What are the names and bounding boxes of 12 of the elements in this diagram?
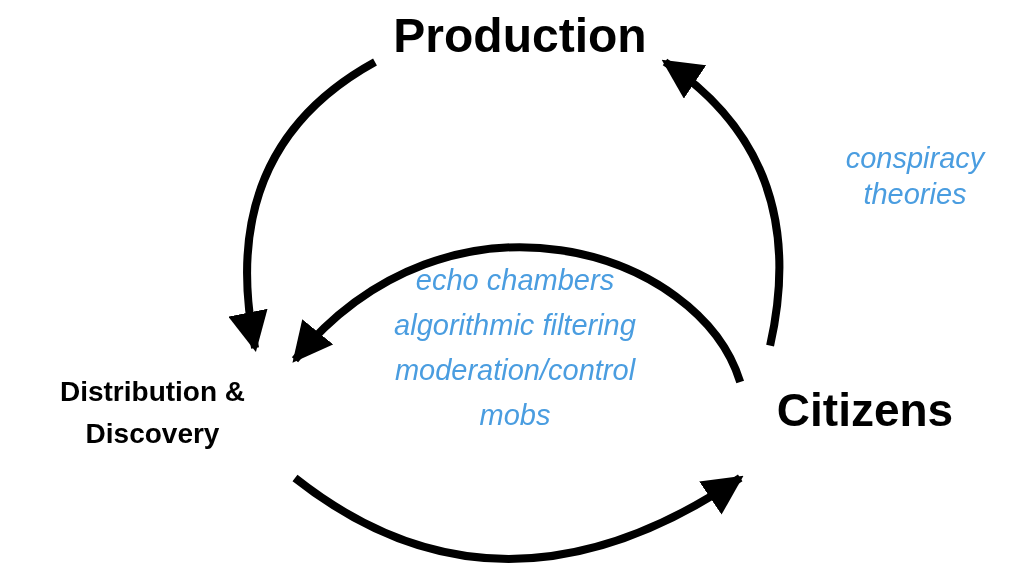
node-label: Distribution & Discovery	[58, 375, 247, 451]
annotation-text: echo chambers	[414, 263, 616, 298]
annotation-text: algorithmic filtering	[393, 308, 637, 343]
annotation-text: mobs	[478, 398, 552, 433]
curved-arrow	[292, 474, 744, 563]
curved-arrow	[661, 58, 784, 347]
node-label: Citizens	[776, 383, 954, 437]
curved-arrow	[292, 243, 744, 384]
annotation-text: conspiracy theories	[844, 141, 987, 212]
annotation-text: moderation/control	[393, 353, 637, 388]
node-label: Production	[393, 8, 647, 64]
curved-arrow	[229, 58, 378, 352]
